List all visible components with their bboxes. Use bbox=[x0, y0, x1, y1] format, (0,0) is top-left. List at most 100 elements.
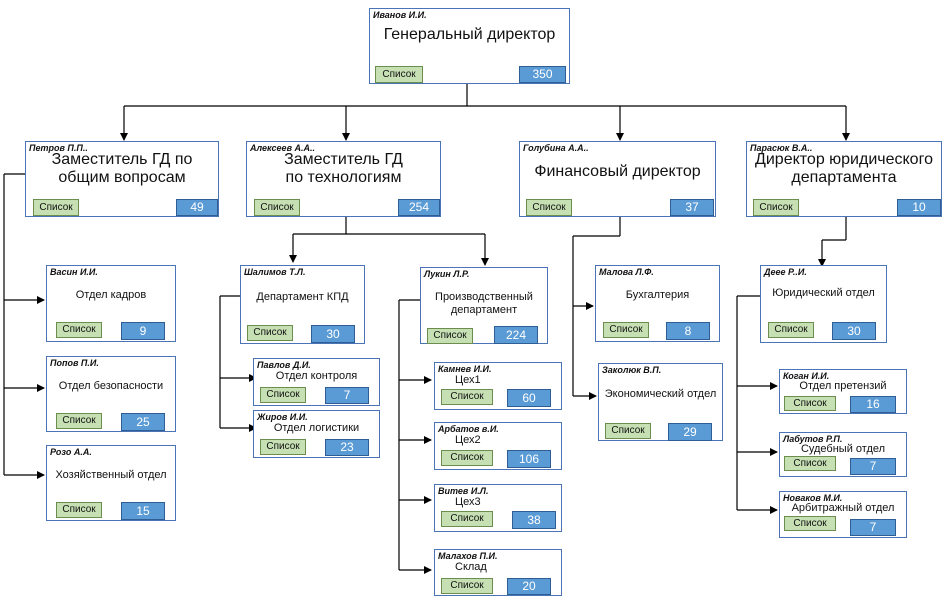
org-node-kpd[interactable]: Шалимов Т.Л. Департамент КПД Список 30 bbox=[240, 265, 365, 344]
org-node-production[interactable]: Лукин Л.Р. Производственный департамент … bbox=[420, 267, 548, 344]
manager-name: Деее Р..И. bbox=[764, 267, 807, 277]
org-node-accounting[interactable]: Малова Л.Ф. Бухгалтерия Список 8 bbox=[595, 265, 720, 342]
manager-name: Голубина А.А.. bbox=[523, 143, 589, 153]
manager-name: Камнев И.И. bbox=[438, 364, 492, 374]
list-button[interactable]: Список bbox=[375, 66, 423, 83]
node-title: Цех3 bbox=[455, 496, 481, 508]
node-title: Экономический отдел bbox=[604, 388, 717, 400]
node-title: Арбитражный отдел bbox=[791, 502, 895, 514]
list-button[interactable]: Список bbox=[441, 389, 493, 405]
manager-name: Лукин Л.Р. bbox=[424, 269, 470, 279]
headcount-badge: 106 bbox=[507, 450, 551, 468]
list-button[interactable]: Список bbox=[427, 328, 473, 344]
node-title: Юридический отдел bbox=[772, 287, 875, 299]
node-title: Хозяйственный отдел bbox=[55, 469, 167, 481]
headcount-badge: 254 bbox=[398, 199, 440, 216]
org-node-legal-dir[interactable]: Парасюк В.А.. Директор юридического депа… bbox=[746, 141, 942, 217]
list-button[interactable]: Список bbox=[441, 450, 493, 466]
list-button[interactable]: Список bbox=[784, 516, 836, 531]
org-node-zam-tech[interactable]: Алексеев А.А.. Заместитель ГД по техноло… bbox=[246, 141, 441, 217]
list-button[interactable]: Список bbox=[784, 396, 836, 411]
org-node-control[interactable]: Павлов Д.И. Отдел контроля Список 7 bbox=[253, 358, 380, 406]
headcount-badge: 37 bbox=[670, 199, 714, 216]
headcount-badge: 15 bbox=[121, 502, 165, 520]
org-node-zam-general[interactable]: Петров П.П.. Заместитель ГД по общим воп… bbox=[25, 141, 219, 217]
org-node-ceh3[interactable]: Витев И.Л. Цех3 Список 38 bbox=[434, 484, 562, 532]
headcount-badge: 9 bbox=[121, 322, 165, 340]
manager-name: Васин И.И. bbox=[50, 267, 98, 277]
node-title: Заместитель ГД по технологиям bbox=[284, 151, 403, 187]
list-button[interactable]: Список bbox=[260, 387, 306, 403]
list-button[interactable]: Список bbox=[768, 322, 814, 338]
list-button[interactable]: Список bbox=[441, 511, 493, 527]
manager-name: Иванов И.И. bbox=[373, 10, 427, 20]
org-node-court[interactable]: Лабутов Р.П. Судебный отдел Список 7 bbox=[779, 432, 907, 477]
org-node-ceh1[interactable]: Камнев И.И. Цех1 Список 60 bbox=[434, 362, 562, 410]
manager-name: Малахов П.И. bbox=[438, 551, 498, 561]
org-node-ceh2[interactable]: Арбатов в.И. Цех2 Список 106 bbox=[434, 422, 562, 470]
org-node-warehouse[interactable]: Малахов П.И. Склад Список 20 bbox=[434, 549, 562, 596]
node-title: Отдел контроля bbox=[275, 370, 358, 382]
node-title: Цех2 bbox=[455, 434, 481, 446]
list-button[interactable]: Список bbox=[254, 199, 300, 216]
manager-name: Заколюк В.П. bbox=[602, 365, 662, 375]
manager-name: Жиров И.И. bbox=[257, 412, 308, 422]
list-button[interactable]: Список bbox=[56, 322, 102, 338]
node-title: Отдел безопасности bbox=[58, 380, 164, 392]
headcount-badge: 16 bbox=[850, 396, 896, 413]
org-node-fin-dir[interactable]: Голубина А.А.. Финансовый директор Списо… bbox=[519, 141, 716, 217]
node-title: Генеральный директор bbox=[383, 26, 556, 43]
manager-name: Арбатов в.И. bbox=[438, 424, 499, 434]
list-button[interactable]: Список bbox=[247, 325, 293, 341]
manager-name: Витев И.Л. bbox=[438, 486, 489, 496]
list-button[interactable]: Список bbox=[605, 423, 651, 439]
headcount-badge: 25 bbox=[121, 413, 165, 431]
manager-name: Розо А.А. bbox=[50, 447, 92, 457]
manager-name: Лабутов Р.П. bbox=[783, 434, 843, 444]
list-button[interactable]: Список bbox=[56, 413, 102, 429]
node-title: Заместитель ГД по общим вопросам bbox=[51, 151, 193, 187]
node-title: Производственный департамент bbox=[435, 291, 533, 316]
list-button[interactable]: Список bbox=[526, 199, 572, 216]
headcount-badge: 60 bbox=[507, 389, 551, 407]
headcount-badge: 224 bbox=[494, 326, 538, 344]
manager-name: Малова Л.Ф. bbox=[599, 267, 654, 277]
node-title: Отдел кадров bbox=[75, 289, 147, 301]
headcount-badge: 30 bbox=[311, 325, 355, 343]
headcount-badge: 350 bbox=[519, 66, 566, 83]
list-button[interactable]: Список bbox=[260, 439, 306, 455]
headcount-badge: 10 bbox=[897, 199, 941, 216]
headcount-badge: 49 bbox=[176, 199, 218, 216]
org-node-economic[interactable]: Заколюк В.П. Экономический отдел Список … bbox=[598, 363, 723, 441]
org-node-logistics[interactable]: Жиров И.И. Отдел логистики Список 23 bbox=[253, 410, 380, 458]
node-title: Отдел логистики bbox=[273, 422, 360, 434]
headcount-badge: 23 bbox=[325, 439, 369, 456]
manager-name: Новаков М.И. bbox=[783, 493, 843, 503]
org-node-security[interactable]: Попов П.И. Отдел безопасности Список 25 bbox=[46, 356, 176, 432]
org-node-legal[interactable]: Деее Р..И. Юридический отдел Список 30 bbox=[760, 265, 887, 343]
headcount-badge: 8 bbox=[666, 322, 710, 340]
manager-name: Попов П.И. bbox=[50, 358, 99, 368]
org-node-arbitration[interactable]: Новаков М.И. Арбитражный отдел Список 7 bbox=[779, 491, 907, 538]
node-title: Цех1 bbox=[455, 374, 481, 386]
org-node-gd[interactable]: Иванов И.И. Генеральный директор Список … bbox=[369, 8, 570, 84]
manager-name: Алексеев А.А.. bbox=[250, 143, 315, 153]
list-button[interactable]: Список bbox=[784, 456, 836, 471]
node-title: Финансовый директор bbox=[534, 163, 701, 180]
org-node-household[interactable]: Розо А.А. Хозяйственный отдел Список 15 bbox=[46, 445, 176, 521]
list-button[interactable]: Список bbox=[56, 502, 102, 518]
headcount-badge: 7 bbox=[850, 519, 896, 536]
org-node-claims[interactable]: Коган И.И. Отдел претензий Список 16 bbox=[779, 369, 907, 414]
manager-name: Шалимов Т.Л. bbox=[244, 267, 306, 277]
manager-name: Павлов Д.И. bbox=[257, 360, 311, 370]
list-button[interactable]: Список bbox=[33, 199, 79, 216]
manager-name: Парасюк В.А.. bbox=[750, 143, 813, 153]
list-button[interactable]: Список bbox=[753, 199, 799, 216]
headcount-badge: 30 bbox=[832, 322, 876, 340]
node-title: Судебный отдел bbox=[800, 443, 886, 455]
list-button[interactable]: Список bbox=[441, 578, 493, 594]
org-node-hr[interactable]: Васин И.И. Отдел кадров Список 9 bbox=[46, 265, 176, 342]
headcount-badge: 7 bbox=[325, 387, 369, 404]
list-button[interactable]: Список bbox=[603, 322, 649, 338]
